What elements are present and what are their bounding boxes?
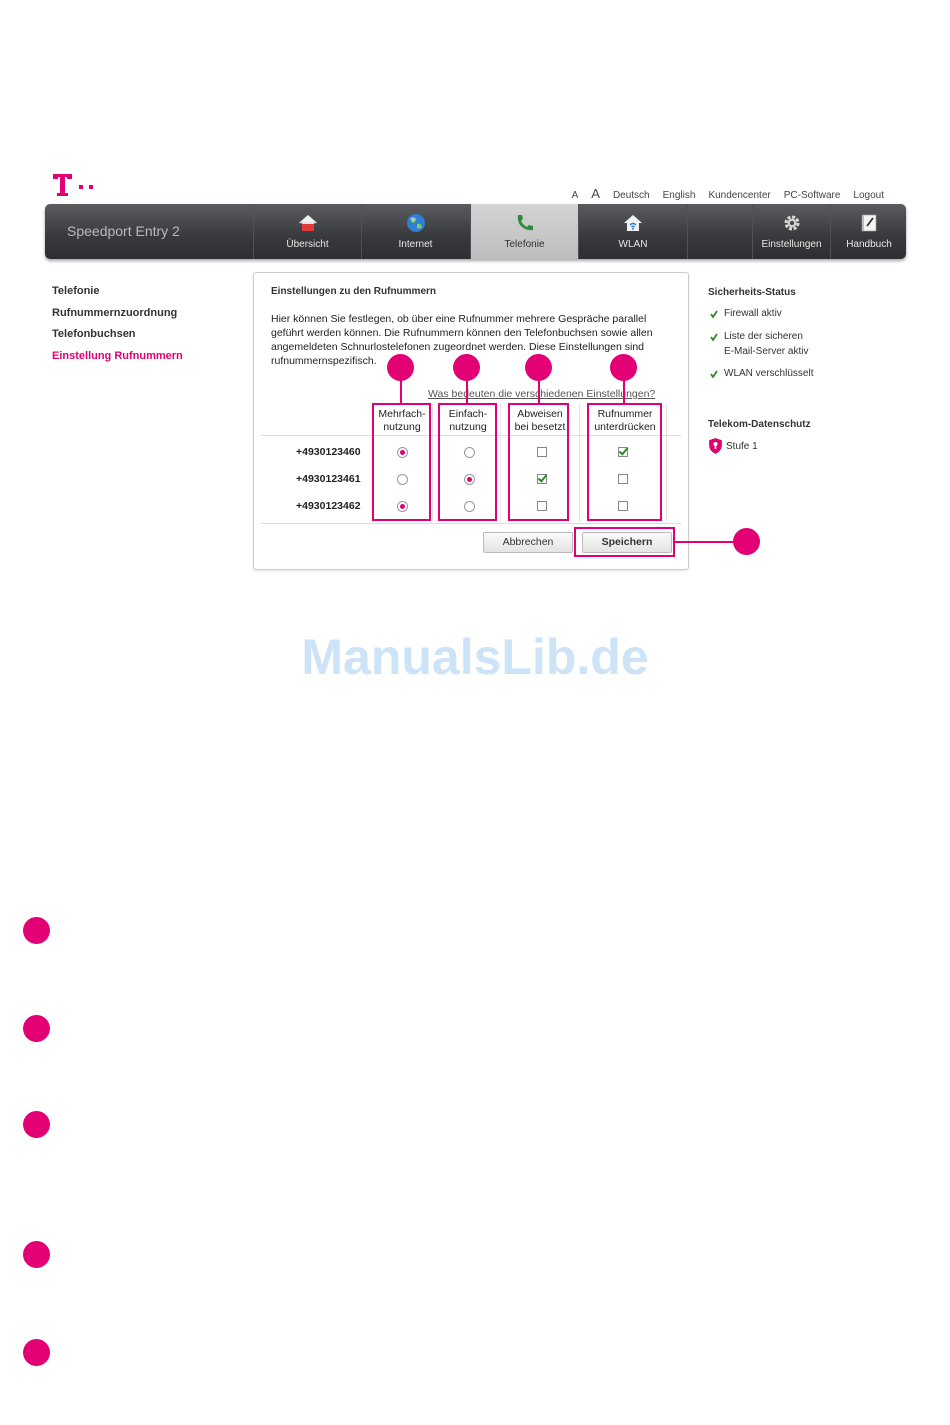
mehrfachnutzung-radio[interactable]: [397, 447, 408, 458]
callout-connector: [623, 378, 625, 404]
callout-frame: [438, 403, 497, 521]
table-col-line: [500, 404, 501, 522]
legend-marker: [23, 1339, 50, 1366]
callout-marker: [453, 354, 480, 381]
security-item: WLAN verschlüsselt: [724, 368, 814, 379]
callout-marker: [610, 354, 637, 381]
table-row-number: +4930123462: [296, 500, 361, 512]
save-button[interactable]: Speichern: [582, 532, 672, 553]
abweisen-checkbox[interactable]: [537, 501, 547, 511]
table-divider: [261, 435, 681, 436]
product-name: Speedport Entry 2: [67, 223, 180, 239]
table-col-line: [579, 404, 580, 522]
abweisen-checkbox[interactable]: [537, 447, 547, 457]
col-header-mehrfachnutzung: Mehrfach-nutzung: [378, 408, 426, 433]
security-item: Liste der sicheren: [724, 331, 803, 342]
callout-frame: [508, 403, 569, 521]
shield-icon: [709, 438, 722, 454]
table-divider: [261, 523, 681, 524]
callout-marker: [733, 528, 760, 555]
table-row-number: +4930123460: [296, 446, 361, 458]
font-small-link[interactable]: A: [571, 190, 579, 201]
main-navbar: Speedport Entry 2 Übersicht Internet Tel…: [45, 204, 906, 259]
telekom-logo: [53, 174, 93, 196]
einfachnutzung-radio[interactable]: [464, 474, 475, 485]
callout-marker: [387, 354, 414, 381]
callout-frame: [372, 403, 431, 521]
table-row-number: +4930123461: [296, 473, 361, 485]
table-col-line: [432, 404, 433, 522]
legend-marker: [23, 1111, 50, 1138]
nav-item-internet[interactable]: Internet: [361, 204, 469, 259]
wlan-house-icon: [624, 215, 642, 231]
einfachnutzung-radio[interactable]: [464, 501, 475, 512]
einfachnutzung-radio[interactable]: [464, 447, 475, 458]
nav-item-handbuch[interactable]: Handbuch: [830, 204, 907, 259]
legend-marker: [23, 1015, 50, 1042]
table-col-line: [666, 404, 667, 522]
sidebar-item-rufnummernzuordnung[interactable]: Rufnummernzuordnung: [52, 306, 178, 319]
unterdruecken-checkbox[interactable]: [618, 501, 628, 511]
mehrfachnutzung-radio[interactable]: [397, 474, 408, 485]
sidebar-menu: Telefonie Rufnummernzuordnung Telefonbuc…: [52, 285, 183, 371]
callout-connector: [466, 378, 468, 404]
abweisen-checkbox[interactable]: [537, 474, 547, 484]
top-links: A A Deutsch English Kundencenter PC-Soft…: [572, 186, 884, 201]
callout-frame: [574, 527, 675, 557]
col-header-einfachnutzung: Einfach-nutzung: [448, 408, 488, 433]
callout-connector: [675, 541, 735, 543]
gear-icon: [784, 215, 799, 231]
phone-icon: [517, 215, 533, 231]
unterdruecken-checkbox[interactable]: [618, 474, 628, 484]
home-icon: [297, 214, 318, 231]
book-icon: [861, 214, 877, 232]
callout-connector: [538, 378, 540, 404]
panel-description: Hier können Sie festlegen, ob über eine …: [271, 313, 653, 367]
nav-item-telefonie[interactable]: Telefonie: [470, 204, 578, 259]
checkmark-icon: [710, 333, 718, 341]
logout-link[interactable]: Logout: [853, 190, 884, 201]
panel-title: Einstellungen zu den Rufnummern: [271, 286, 437, 297]
cancel-button[interactable]: Abbrechen: [483, 532, 573, 553]
globe-icon: [406, 214, 425, 232]
security-item: Firewall aktiv: [724, 308, 782, 319]
unterdruecken-checkbox[interactable]: [618, 447, 628, 457]
pc-software-link[interactable]: PC-Software: [783, 190, 841, 201]
callout-frame: [587, 403, 662, 521]
nav-item-wlan[interactable]: WLAN: [578, 204, 687, 259]
legend-marker: [23, 917, 50, 944]
legend-marker: [23, 1241, 50, 1268]
sidebar-item-telefonie[interactable]: Telefonie: [52, 285, 100, 297]
sidebar-item-telefonbuchsen[interactable]: Telefonbuchsen: [52, 328, 136, 340]
checkmark-icon: [710, 310, 718, 318]
security-status-title: Sicherheits-Status: [708, 287, 796, 298]
checkmark-icon: [710, 370, 718, 378]
privacy-level: Stufe 1: [726, 441, 758, 452]
lang-english-link[interactable]: English: [662, 190, 696, 201]
nav-spacer: [687, 204, 788, 259]
font-large-link[interactable]: A: [591, 186, 600, 201]
mehrfachnutzung-radio[interactable]: [397, 501, 408, 512]
callout-connector: [400, 378, 402, 404]
nav-item-einstellungen[interactable]: Einstellungen: [752, 204, 830, 259]
help-link[interactable]: Was bedeuten die verschiedenen Einstellu…: [428, 388, 656, 400]
sidebar-item-einstellung-rufnummern[interactable]: Einstellung Rufnummern: [52, 349, 183, 362]
watermark-text: ManualsLib.de: [301, 629, 649, 685]
nav-item-uebersicht[interactable]: Übersicht: [253, 204, 361, 259]
kundencenter-link[interactable]: Kundencenter: [708, 190, 771, 201]
callout-marker: [525, 354, 552, 381]
security-item: E-Mail-Server aktiv: [724, 346, 809, 357]
lang-deutsch-link[interactable]: Deutsch: [612, 190, 650, 201]
privacy-title: Telekom-Datenschutz: [708, 419, 811, 430]
